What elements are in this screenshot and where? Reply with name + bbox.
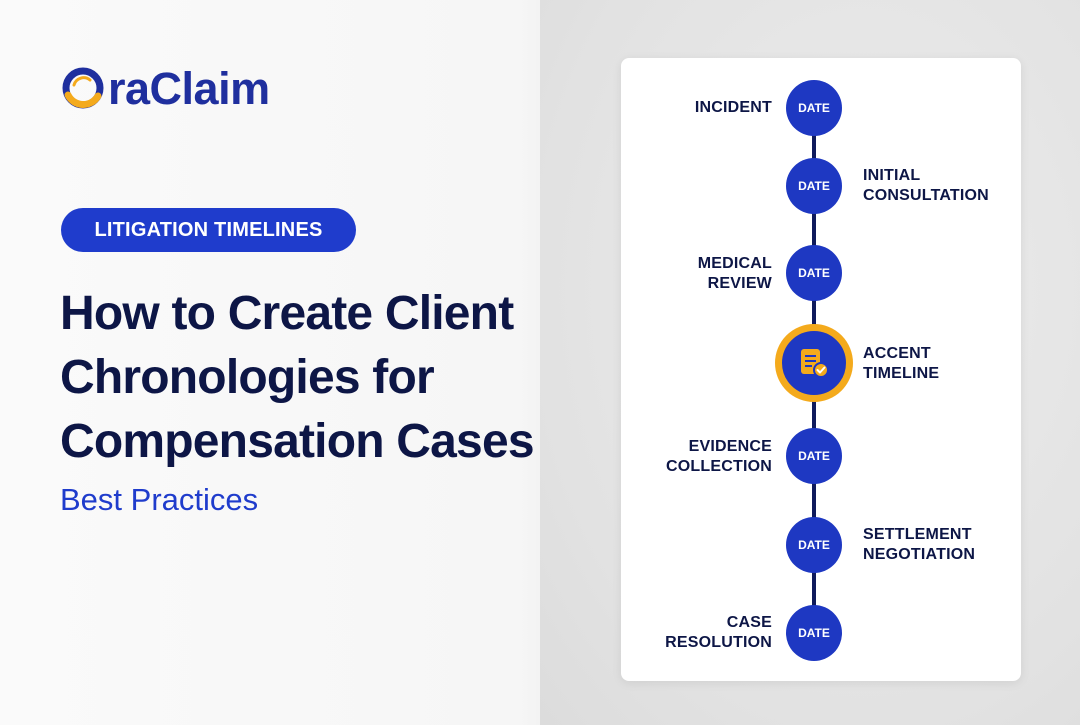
label-line: CASE [726,614,772,631]
label-line: EVIDENCE [688,438,772,455]
label-line: CONSULTATION [863,187,989,204]
category-pill: LITIGATION TIMELINES [61,208,356,252]
label-line: INCIDENT [694,99,772,116]
label-line: INITIAL [863,167,921,184]
label-line: TIMELINE [863,365,940,382]
logo-ring-icon [60,65,106,111]
timeline-label-accent-timeline: ACCENT TIMELINE [863,344,939,384]
title-line: Chronologies for [60,351,435,404]
subtitle: Best Practices [60,482,259,517]
timeline-node: DATE [786,605,842,661]
oraclaim-logo: raClaim [60,62,270,114]
page-title: How to Create Client Chronologies for Co… [60,282,620,474]
title-line: Compensation Cases [60,415,535,468]
label-line: SETTLEMENT [863,526,972,543]
label-line: RESOLUTION [665,634,772,651]
timeline-label-initial-consultation: INITIAL CONSULTATION [863,166,989,206]
label-line: NEGOTIATION [863,546,976,563]
timeline-node: DATE [786,428,842,484]
document-check-icon [801,349,829,378]
timeline-node: DATE [786,158,842,214]
timeline-label-incident: INCIDENT [695,98,772,118]
timeline-label-case-resolution: CASE RESOLUTION [665,613,772,653]
label-line: ACCENT [863,345,931,362]
timeline-node: DATE [786,245,842,301]
timeline-card: DATE INCIDENT DATE INITIAL CONSULTATION … [621,58,1021,681]
timeline-node: DATE [786,517,842,573]
label-line: COLLECTION [666,458,772,475]
timeline-label-evidence-collection: EVIDENCE COLLECTION [666,437,772,477]
label-line: REVIEW [707,275,772,292]
timeline-node: DATE [786,80,842,136]
timeline-accent-node [775,324,853,402]
label-line: MEDICAL [697,255,772,272]
timeline-label-medical-review: MEDICAL REVIEW [698,254,772,294]
logo-text: raClaim [108,62,270,114]
timeline-label-settlement-negotiation: SETTLEMENT NEGOTIATION [863,525,975,565]
title-line: How to Create Client [60,287,514,340]
